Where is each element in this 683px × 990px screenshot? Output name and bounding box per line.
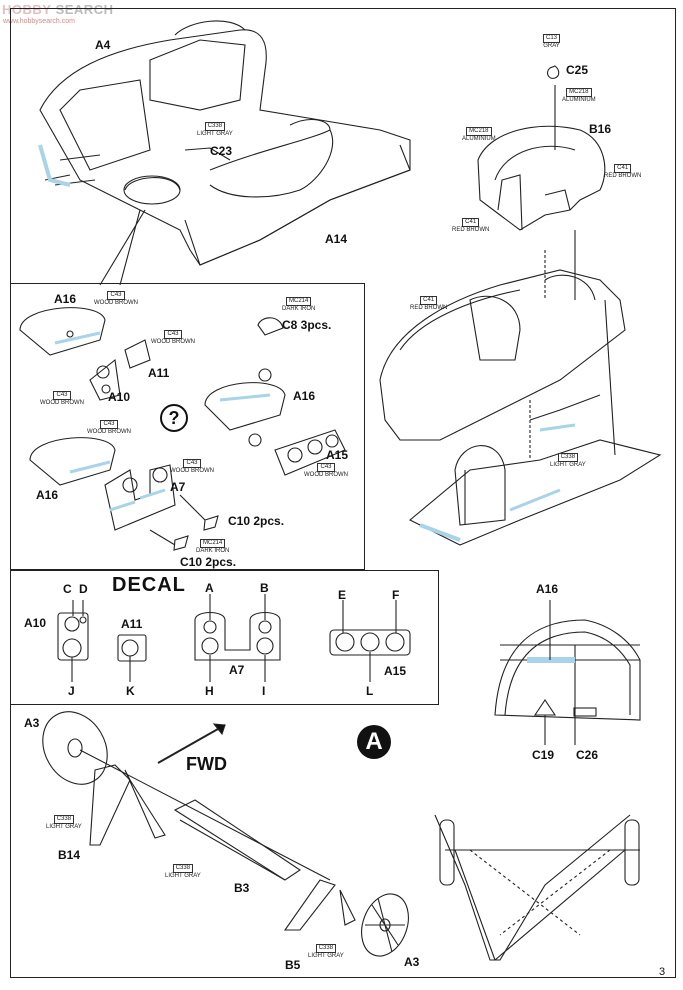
part-label-a16-inset3: A16 bbox=[36, 488, 59, 502]
decal-part-a7: A7 bbox=[229, 663, 245, 677]
part-label-c8: C8 3pcs. bbox=[282, 318, 332, 332]
watermark-url: www.hobbysearch.com bbox=[3, 18, 75, 25]
inset-frame bbox=[10, 283, 365, 570]
decal-letter-h: H bbox=[205, 684, 214, 698]
part-label-b16: B16 bbox=[589, 122, 612, 136]
part-label-a4: A4 bbox=[95, 38, 111, 52]
decal-letter-i: I bbox=[262, 684, 266, 698]
part-label-a16-side: A16 bbox=[536, 582, 559, 596]
decal-letter-d: D bbox=[79, 582, 88, 596]
watermark-logo: HOBBY SEARCH bbox=[2, 2, 113, 17]
part-label-c19: C19 bbox=[532, 748, 555, 762]
part-label-b14: B14 bbox=[58, 848, 81, 862]
part-label-a11: A11 bbox=[148, 366, 170, 380]
part-label-a16-inset2: A16 bbox=[293, 389, 316, 403]
part-label-b3: B3 bbox=[234, 881, 250, 895]
part-label-a16-inset1: A16 bbox=[54, 292, 77, 306]
part-label-c10-lower: C10 2pcs. bbox=[180, 555, 237, 569]
decal-part-a11: A11 bbox=[121, 617, 143, 631]
decal-title: DECAL bbox=[112, 574, 186, 596]
watermark-suffix: SEARCH bbox=[55, 2, 114, 17]
page-number: 3 bbox=[659, 966, 666, 978]
decal-part-a15: A15 bbox=[384, 664, 407, 678]
decal-letter-b: B bbox=[260, 581, 269, 595]
part-label-a14: A14 bbox=[325, 232, 348, 246]
part-label-a3-left: A3 bbox=[24, 716, 40, 730]
part-label-a3-right: A3 bbox=[404, 955, 420, 969]
decal-letter-j: J bbox=[68, 684, 75, 698]
part-label-c23: C23 bbox=[210, 144, 233, 158]
decal-letter-a: A bbox=[205, 581, 214, 595]
part-label-c10-upper: C10 2pcs. bbox=[228, 514, 285, 528]
part-label-c25: C25 bbox=[566, 63, 589, 77]
part-label-a15: A15 bbox=[326, 448, 349, 462]
part-label-c26: C26 bbox=[576, 748, 599, 762]
fwd-label: FWD bbox=[186, 754, 227, 774]
step-badge: A bbox=[357, 725, 391, 759]
part-label-b5: B5 bbox=[285, 958, 301, 972]
part-label-a10: A10 bbox=[108, 390, 131, 404]
decal-letter-l: L bbox=[366, 684, 374, 698]
decal-letter-f: F bbox=[392, 588, 400, 602]
watermark-prefix: HOBBY bbox=[2, 2, 52, 17]
decal-letter-e: E bbox=[338, 588, 347, 602]
decal-letter-k: K bbox=[126, 684, 135, 698]
part-label-a7: A7 bbox=[170, 480, 186, 494]
question-mark-icon: ? bbox=[160, 404, 188, 432]
decal-part-a10: A10 bbox=[24, 616, 47, 630]
decal-letter-c: C bbox=[63, 582, 72, 596]
decal-frame bbox=[10, 570, 439, 705]
